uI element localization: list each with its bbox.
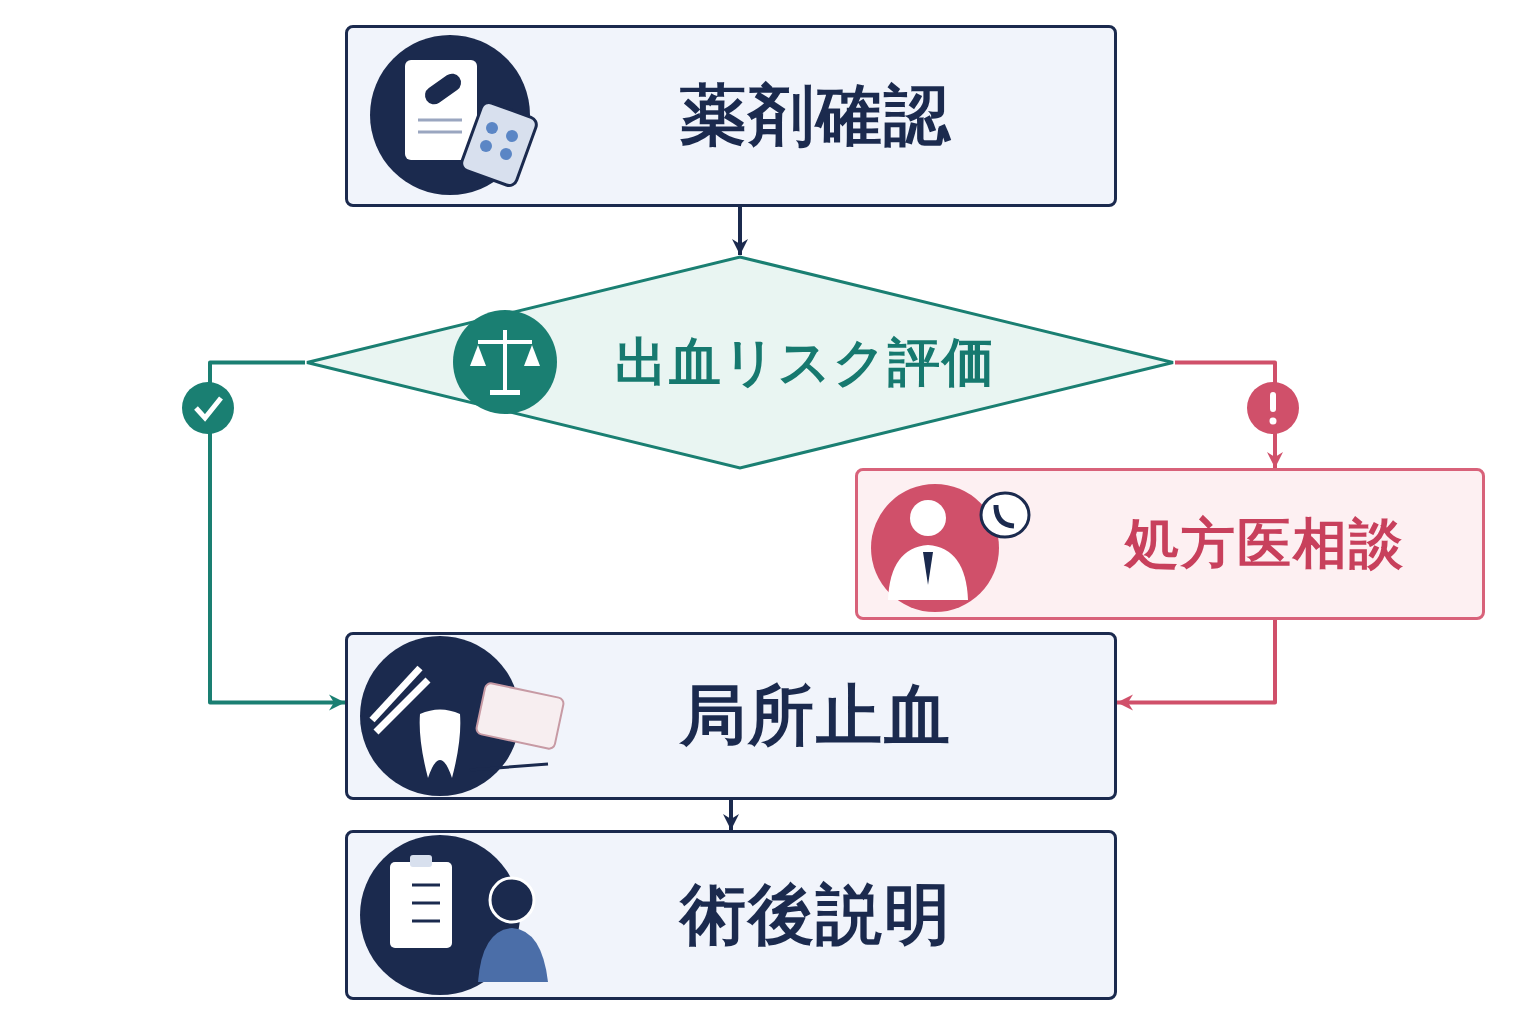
explanation-icon: [360, 835, 548, 995]
flow-arrow: [738, 207, 742, 255]
node-label: 術後説明: [680, 870, 952, 960]
doctor-icon: [871, 484, 1029, 612]
node-label: 出血リスク評価: [615, 328, 996, 398]
node-label: 薬剤確認: [680, 71, 952, 161]
scale-icon: [453, 310, 557, 414]
warning-badge: [1247, 382, 1299, 434]
node-label: 局所止血: [680, 671, 952, 761]
process-box: 局所止血: [345, 632, 1117, 800]
process-box: 術後説明: [345, 830, 1117, 1000]
ok-badge: [182, 382, 234, 434]
flow-arrow: [1175, 363, 1275, 469]
diamond-shape: [307, 257, 1173, 468]
extraction-icon: [360, 636, 565, 796]
consult-box: 処方医相談: [855, 468, 1485, 620]
flow-arrow: [729, 800, 733, 830]
flow-arrow: [1117, 620, 1275, 703]
flow-arrow: [210, 363, 345, 703]
process-box: 薬剤確認: [345, 25, 1117, 207]
medicine-icon: [370, 35, 539, 195]
node-label: 処方医相談: [1125, 508, 1405, 581]
decision-diamond: 出血リスク評価: [305, 255, 1175, 470]
